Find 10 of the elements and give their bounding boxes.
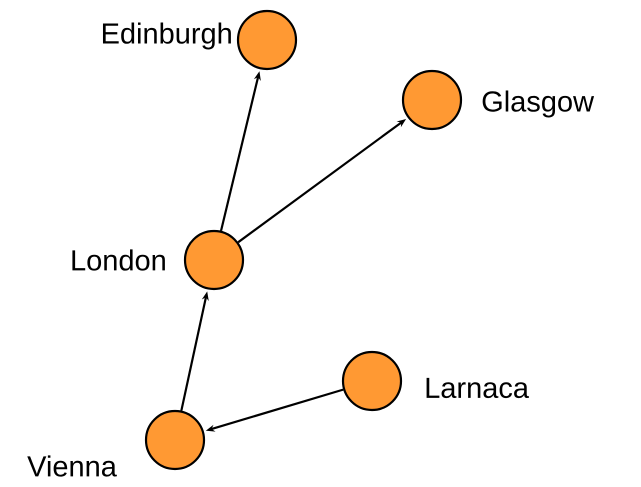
city-circle [144,410,206,470]
city-label: Glasgow [482,90,594,118]
city-circle [342,350,402,412]
city-circle [236,10,298,70]
city-label: Edinburgh [102,22,231,50]
city-circle [402,70,462,130]
city-label: Larnaca [426,378,529,398]
city-circle [184,230,244,290]
city-label: Vienna [27,455,117,477]
city-label: London [72,249,165,271]
